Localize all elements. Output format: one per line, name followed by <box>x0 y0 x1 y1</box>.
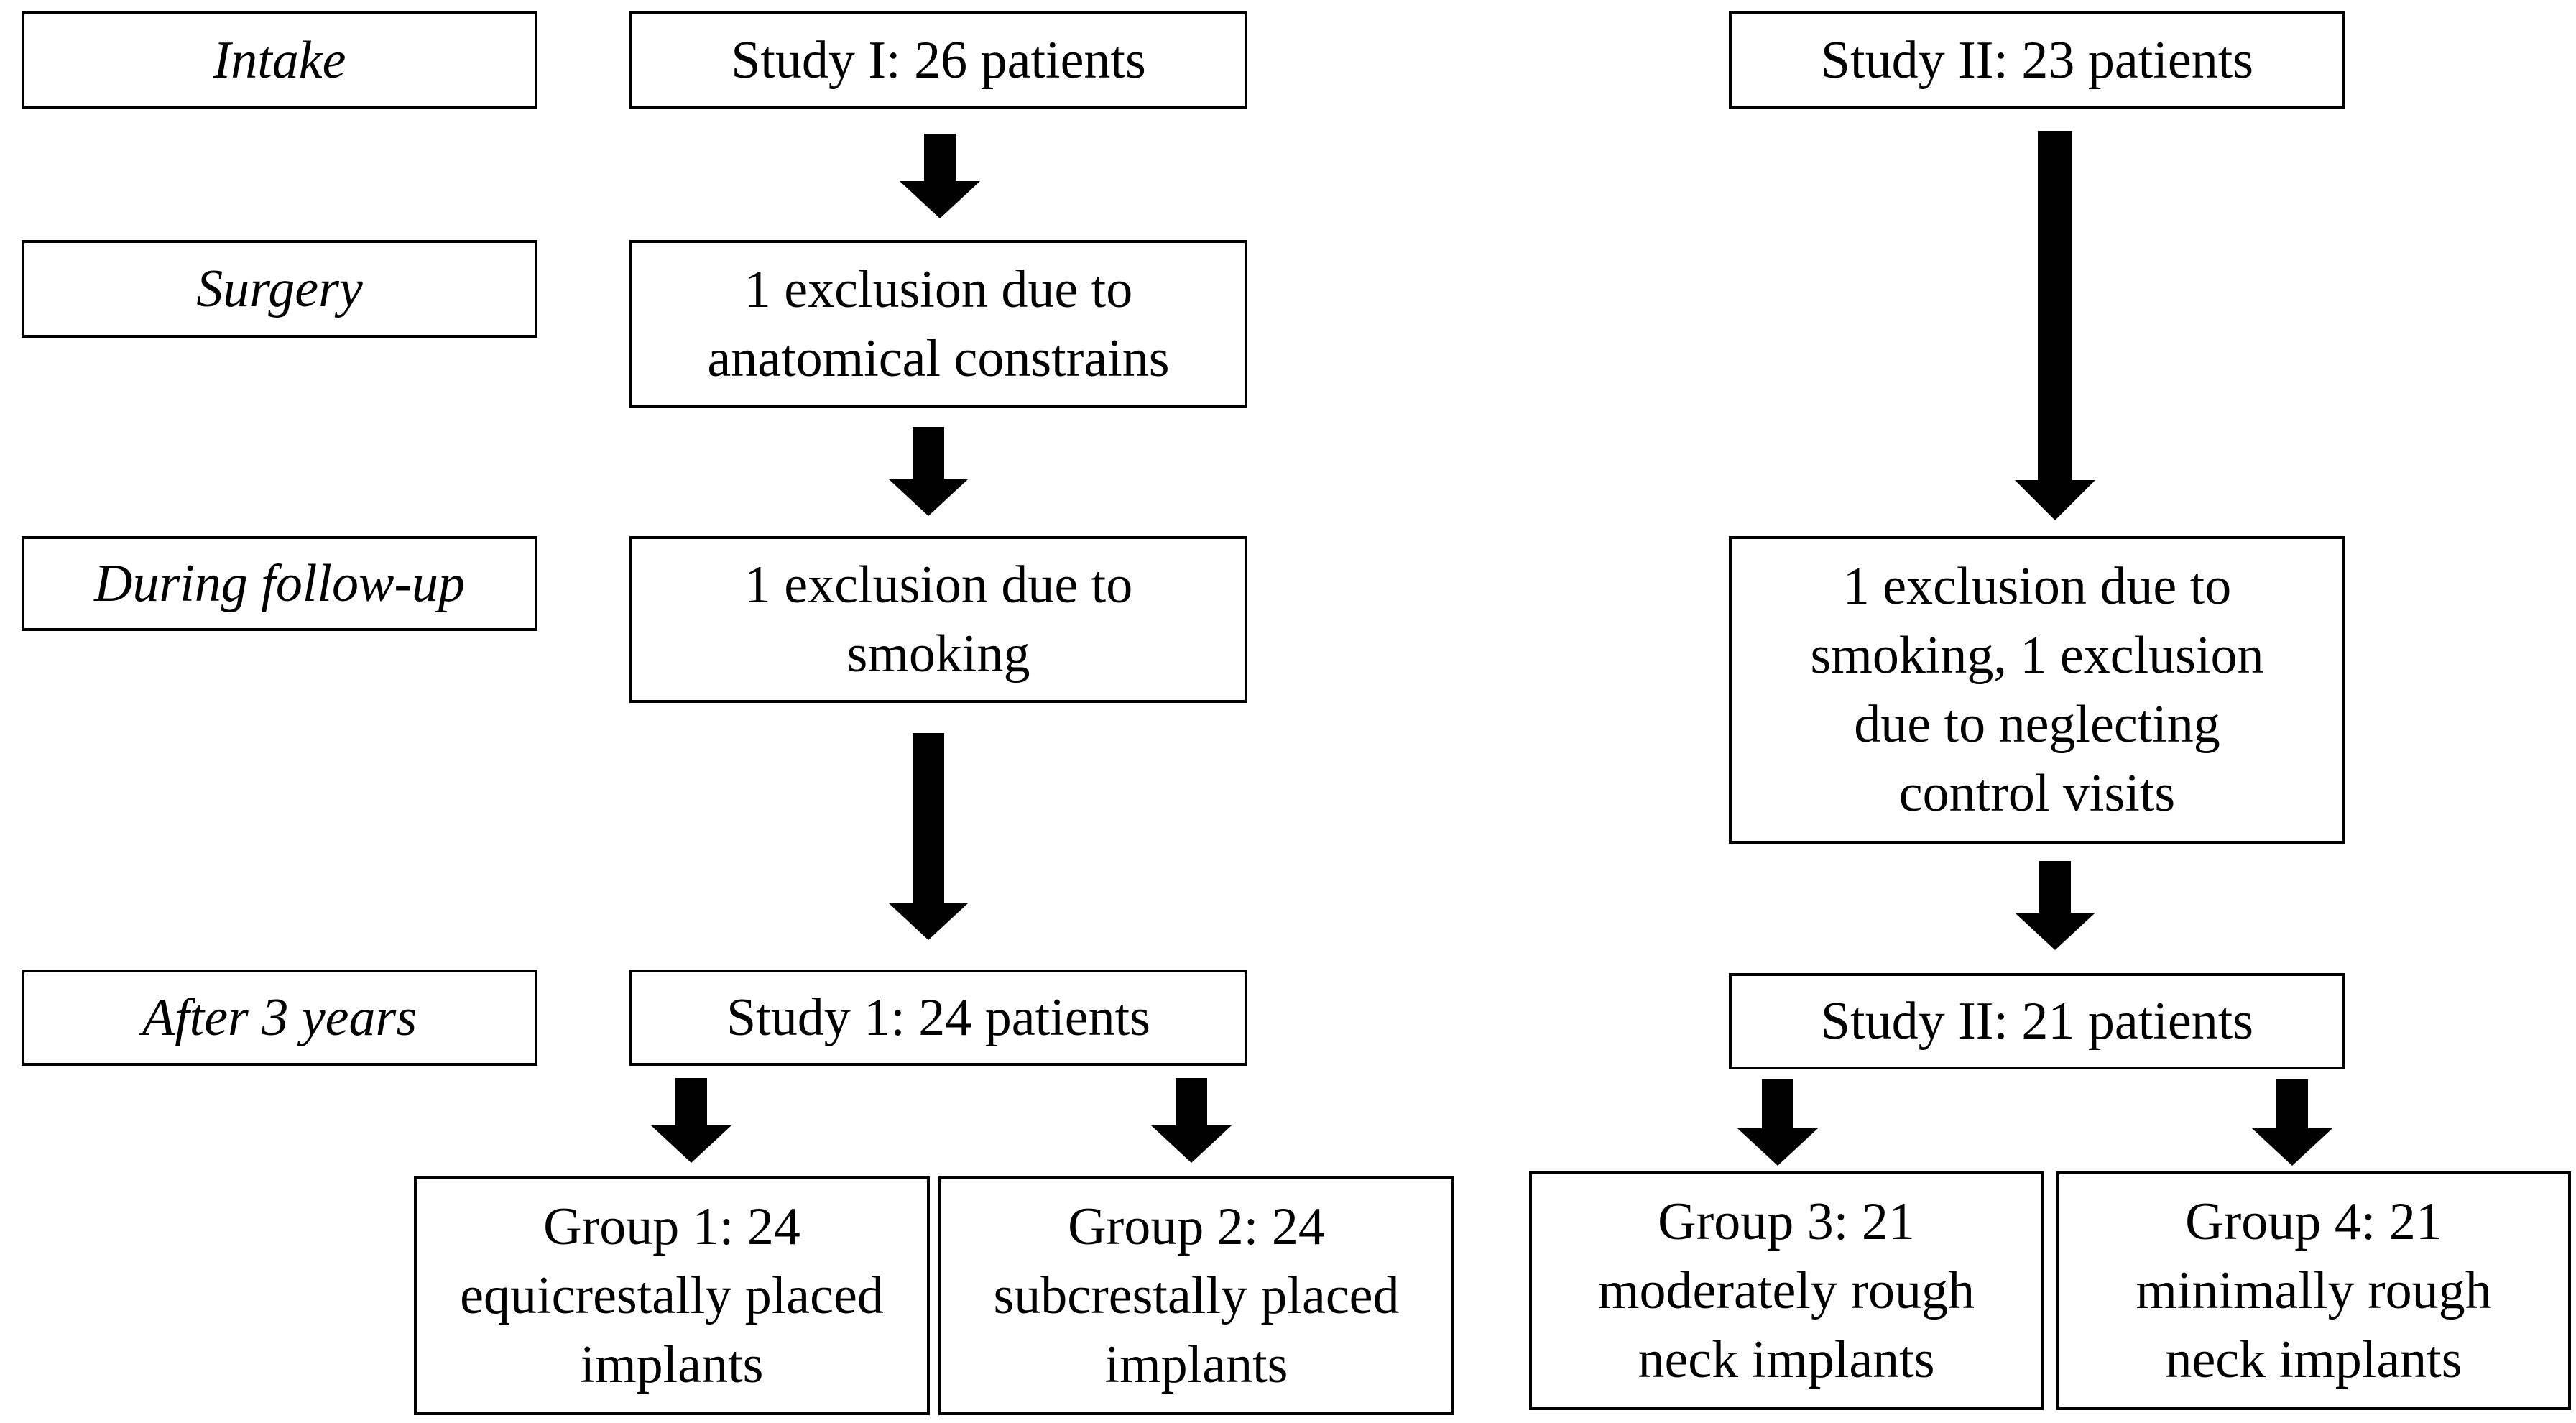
arrow-study2-intake-to-followup <box>2012 131 2098 520</box>
group3-line3: neck implants <box>1638 1330 1935 1389</box>
group4-line2: minimally rough <box>2136 1261 2492 1320</box>
study1-intake-text: Study I: 26 patients <box>731 31 1146 90</box>
stage-follow-up: During follow-up <box>22 536 537 631</box>
group4-line1: Group 4: 21 <box>2185 1192 2442 1251</box>
study2-followup-exclusion-line1: 1 exclusion due to <box>1842 557 2232 616</box>
group4-line3: neck implants <box>2165 1330 2462 1389</box>
stage-intake-label: Intake <box>213 31 346 90</box>
study1-followup-exclusion-line2: smoking <box>846 625 1030 683</box>
stage-intake: Intake <box>22 11 537 109</box>
study1-result-box: Study 1: 24 patients <box>629 970 1247 1066</box>
study1-surgery-exclusion-line1: 1 exclusion due to <box>744 260 1133 319</box>
group3-line1: Group 3: 21 <box>1658 1192 1915 1251</box>
study2-result-box: Study II: 21 patients <box>1729 973 2345 1069</box>
group3-box: Group 3: 21 moderately rough neck implan… <box>1529 1171 2044 1410</box>
study1-intake-box: Study I: 26 patients <box>629 11 1247 109</box>
study2-followup-exclusion-line4: control visits <box>1898 764 2176 823</box>
arrow-study2-followup-to-result <box>2012 861 2098 950</box>
group1-box: Group 1: 24 equicrestally placed implant… <box>414 1176 930 1415</box>
stage-after: After 3 years <box>22 970 537 1066</box>
study1-surgery-exclusion-box: 1 exclusion due to anatomical constrains <box>629 240 1247 408</box>
study2-followup-exclusion-line2: smoking, 1 exclusion <box>1810 626 2264 685</box>
arrow-study1-intake-to-surgery <box>897 134 983 218</box>
stage-follow-up-label: During follow-up <box>94 554 465 613</box>
stage-after-label: After 3 years <box>142 988 417 1047</box>
group1-line2: equicrestally placed <box>460 1266 884 1325</box>
group1-line1: Group 1: 24 <box>543 1197 800 1256</box>
stage-surgery-label: Surgery <box>196 259 363 318</box>
study1-surgery-exclusion-line2: anatomical constrains <box>707 329 1170 388</box>
arrow-study1-to-group2 <box>1148 1078 1234 1163</box>
group2-box: Group 2: 24 subcrestally placed implants <box>938 1176 1454 1415</box>
group4-box: Group 4: 21 minimally rough neck implant… <box>2056 1171 2571 1410</box>
group2-line2: subcrestally placed <box>993 1266 1400 1325</box>
study2-intake-text: Study II: 23 patients <box>1820 31 2254 90</box>
arrow-study1-to-group1 <box>648 1078 734 1163</box>
group2-line3: implants <box>1104 1335 1288 1394</box>
study1-followup-exclusion-line1: 1 exclusion due to <box>744 556 1133 614</box>
study1-followup-exclusion-box: 1 exclusion due to smoking <box>629 536 1247 703</box>
study2-intake-box: Study II: 23 patients <box>1729 11 2345 109</box>
arrow-study1-followup-to-result <box>885 733 971 940</box>
group1-line3: implants <box>580 1335 764 1394</box>
arrow-study2-to-group3 <box>1735 1079 1821 1166</box>
arrow-study1-surgery-to-followup <box>885 427 971 516</box>
study2-followup-exclusion-line3: due to neglecting <box>1854 695 2220 754</box>
group2-line1: Group 2: 24 <box>1068 1197 1325 1256</box>
study2-followup-exclusion-box: 1 exclusion due to smoking, 1 exclusion … <box>1729 536 2345 844</box>
stage-surgery: Surgery <box>22 240 537 338</box>
study1-result-text: Study 1: 24 patients <box>726 988 1150 1047</box>
arrow-study2-to-group4 <box>2249 1079 2335 1166</box>
study2-result-text: Study II: 21 patients <box>1820 992 2254 1051</box>
group3-line2: moderately rough <box>1598 1261 1975 1320</box>
